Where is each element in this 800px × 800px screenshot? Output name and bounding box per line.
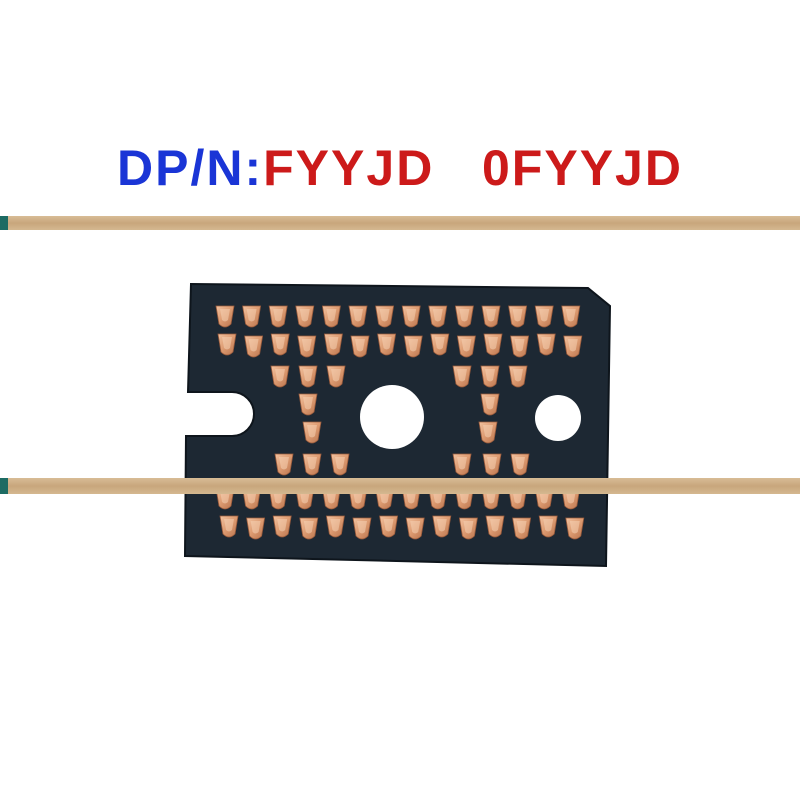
contact-pad [298,393,318,416]
contact-pad [375,305,395,328]
contact-pad [482,453,502,476]
contact-pad [401,305,421,328]
contact-pad [302,421,322,444]
contact-pad [480,365,500,388]
contact-pad [510,453,530,476]
contact-pad [508,365,528,388]
part-number-primary: FYYJD [263,140,435,196]
contact-pad [403,335,423,358]
contact-pad [536,333,556,356]
contact-pad [274,453,294,476]
contact-pad [563,335,583,358]
contact-pad [452,453,472,476]
contact-pad [299,517,319,540]
contact-pad [512,517,532,540]
contact-pad [538,515,558,538]
contact-pad [321,305,341,328]
contact-pad [302,453,322,476]
contact-pad [244,335,264,358]
part-number-label: DP/N:FYYJD 0FYYJD [0,138,800,198]
contact-pad [219,515,239,538]
contact-pad [246,517,266,540]
contact-pad [350,335,370,358]
contact-pad [217,333,237,356]
contact-pad [565,517,585,540]
contact-pad [272,515,292,538]
contact-pad [430,333,450,356]
contact-pad [480,393,500,416]
contact-pad [323,333,343,356]
contact-pad [534,305,554,328]
contact-pad [379,515,399,538]
contact-pad [326,365,346,388]
contact-pad [456,335,476,358]
contact-pad [348,305,368,328]
contact-pad [428,305,448,328]
contact-pad [270,365,290,388]
contact-pad [561,305,581,328]
contact-pad [432,515,452,538]
contact-pad [352,517,372,540]
contact-pad [295,305,315,328]
contact-pad [297,335,317,358]
contact-pad [215,305,235,328]
mounting-hole-small [535,395,581,441]
part-number-alternate: 0FYYJD [482,140,683,196]
contact-pad [330,453,350,476]
contact-pad [268,305,288,328]
contact-pad [508,305,528,328]
contact-pad [325,515,345,538]
contact-pad [242,305,262,328]
contact-pad [298,365,318,388]
tape-strip-top [0,216,800,230]
contact-pad [481,305,501,328]
contact-pad [405,517,425,540]
contact-pad [483,333,503,356]
contact-pad [510,335,530,358]
contact-pad [458,517,478,540]
mounting-hole-large [360,385,424,449]
contact-pad [452,365,472,388]
dpn-prefix: DP/N: [117,140,264,196]
contact-pad [485,515,505,538]
tape-strip-bottom [0,478,800,494]
contact-pad [454,305,474,328]
contact-pad [478,421,498,444]
contact-pad [377,333,397,356]
contact-pad [270,333,290,356]
